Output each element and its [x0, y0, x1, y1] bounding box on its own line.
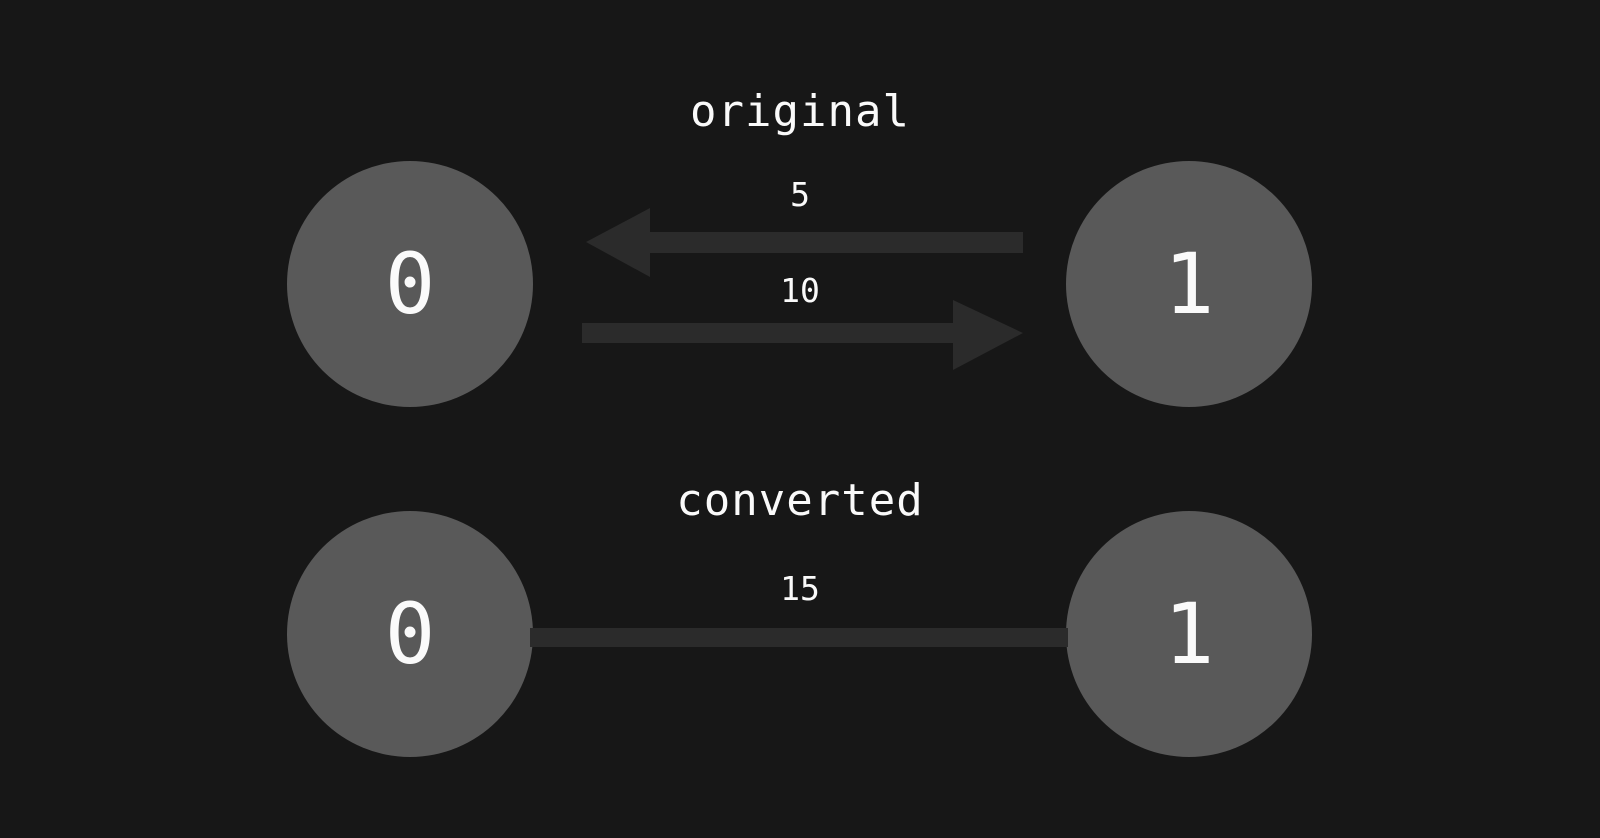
original-node-1-label: 1 [1163, 235, 1215, 333]
original-node-0: 0 [287, 161, 533, 407]
converted-node-0: 0 [287, 511, 533, 757]
graph-converted-title: converted [676, 475, 924, 526]
converted-edge-weight: 15 [780, 569, 820, 608]
original-edge-arrow-1-to-0 [586, 208, 1023, 277]
original-node-1: 1 [1066, 161, 1312, 407]
original-edge-1-to-0-weight: 5 [790, 175, 810, 214]
converted-edge-line [530, 628, 1068, 647]
converted-node-1: 1 [1066, 511, 1312, 757]
graph-original-title: original [690, 86, 910, 137]
converted-node-0-label: 0 [384, 585, 436, 683]
original-edge-0-to-1-weight: 10 [780, 271, 820, 310]
original-edge-arrow-0-to-1 [582, 300, 1023, 370]
converted-node-1-label: 1 [1163, 585, 1215, 683]
original-node-0-label: 0 [384, 235, 436, 333]
